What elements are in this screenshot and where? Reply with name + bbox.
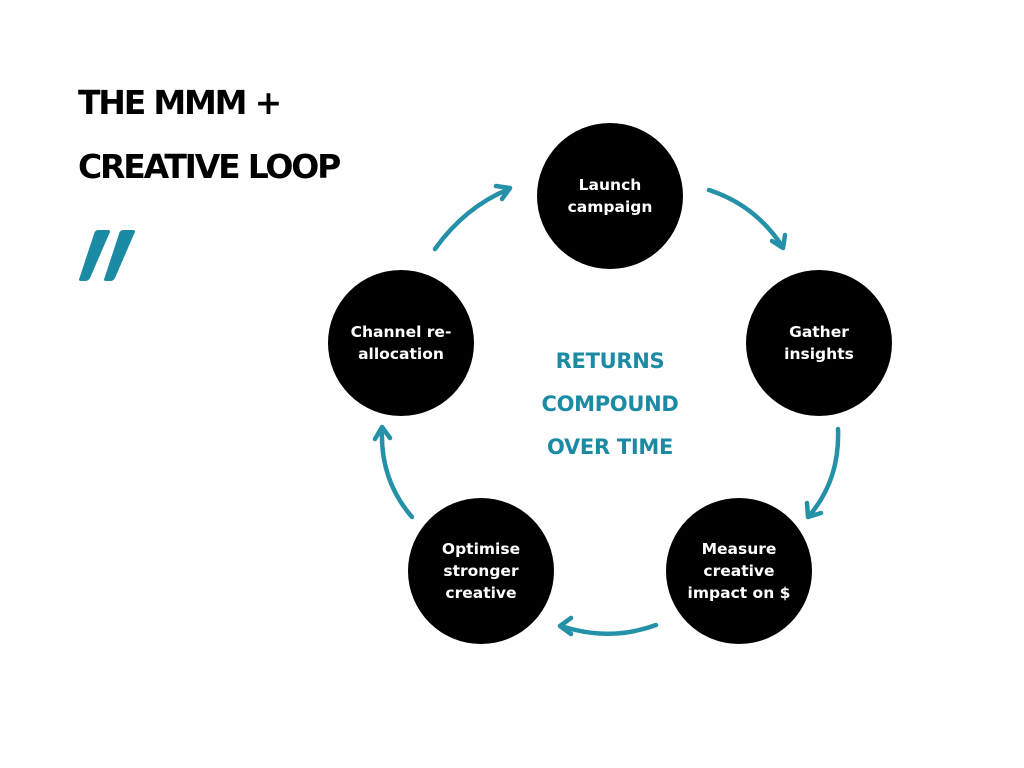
- double-slash-icon: [79, 230, 135, 281]
- arrow-channel-to-launch-head: [493, 183, 513, 202]
- title-line-2: CREATIVE LOOP: [78, 147, 341, 186]
- center-caption-line-2: COMPOUND: [541, 392, 679, 416]
- arrow-gather-to-measure-head: [804, 500, 824, 520]
- node-gather-insights: Gather insights: [746, 270, 892, 416]
- node-label: Optimise stronger creative: [441, 540, 521, 602]
- arrow-measure-to-optimise-head: [557, 615, 574, 637]
- title-line-1: THE MMM +: [78, 83, 282, 122]
- arrow-launch-to-gather-head: [769, 232, 788, 251]
- center-caption-line-1: RETURNS: [555, 349, 665, 373]
- node-label: Launch campaign: [567, 176, 653, 216]
- center-caption-line-3: OVER TIME: [546, 435, 674, 459]
- node-label: Channel re- allocation: [350, 323, 452, 363]
- arrow-gather-to-measure: [806, 426, 841, 519]
- arrow-optimise-to-channel: [379, 426, 415, 520]
- slash-mark-1: [79, 230, 110, 281]
- center-caption: RETURNS COMPOUND OVER TIME: [510, 340, 710, 469]
- node-launch-campaign: Launch campaign: [537, 123, 683, 269]
- arrow-channel-to-launch: [432, 186, 512, 252]
- node-channel-reallocation: Channel re- allocation: [328, 270, 474, 416]
- node-measure-creative-impact: Measure creative impact on $: [666, 498, 812, 644]
- arrow-launch-to-gather: [706, 187, 785, 249]
- arrow-optimise-to-channel-head: [372, 424, 393, 442]
- node-label: Gather insights: [784, 323, 854, 363]
- node-optimise-stronger-creative: Optimise stronger creative: [408, 498, 554, 644]
- node-label: Measure creative impact on $: [687, 540, 791, 602]
- arrow-measure-to-optimise: [558, 622, 659, 636]
- slash-mark-2: [104, 230, 135, 281]
